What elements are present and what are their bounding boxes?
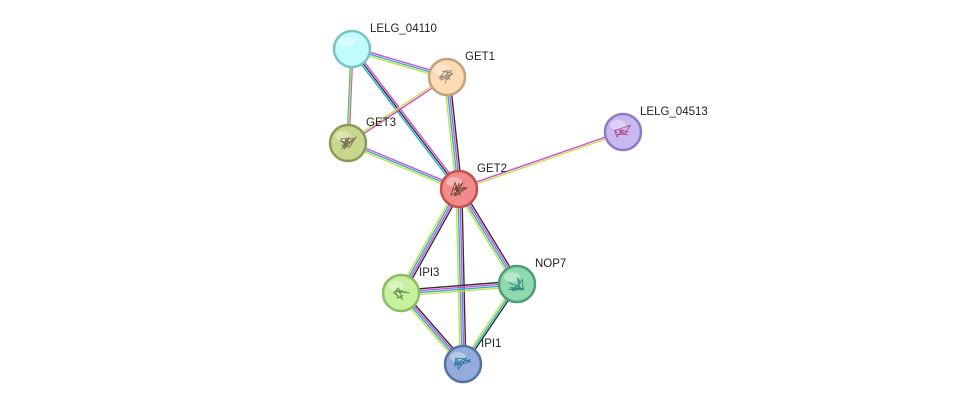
node-label-lelg_04513: LELG_04513	[640, 106, 708, 118]
node-lelg_04513[interactable]	[603, 112, 643, 152]
edge-evidence-line	[457, 189, 463, 365]
node-highlight	[388, 281, 404, 291]
node-circle[interactable]	[497, 264, 537, 304]
edge-evidence-line	[455, 189, 461, 365]
node-circle[interactable]	[332, 29, 372, 69]
node-layer	[328, 29, 643, 384]
edge-evidence-line	[347, 75, 447, 143]
node-label-ipi1: IPI1	[481, 338, 501, 350]
edge-GET2-IPI3	[397, 187, 463, 295]
edge-evidence-line	[351, 48, 460, 190]
node-label-get3: GET3	[366, 117, 396, 129]
edge-GET3-GET2	[347, 140, 460, 192]
protein-structure-icon	[613, 124, 632, 138]
node-label-lelg_04110: LELG_04110	[370, 23, 437, 35]
edge-evidence-line	[400, 280, 517, 291]
node-highlight	[504, 272, 520, 282]
protein-structure-icon	[392, 287, 410, 301]
node-circle[interactable]	[381, 273, 421, 313]
node-get2[interactable]	[439, 169, 479, 209]
node-highlight	[610, 120, 626, 130]
edge-evidence-line	[401, 189, 461, 294]
protein-structure-icon	[508, 277, 525, 292]
edge-GET2-IPI1	[455, 188, 467, 365]
edge-evidence-line	[347, 144, 459, 192]
edge-evidence-line	[401, 284, 518, 295]
edge-evidence-line	[397, 187, 458, 292]
edge-evidence-line	[347, 142, 460, 190]
edge-GET2-LELG_04513	[458, 130, 624, 191]
node-label-ipi3: IPI3	[419, 267, 439, 279]
edge-evidence-line	[459, 132, 624, 191]
edge-evidence-line	[348, 77, 448, 145]
edge-GET1-GET3	[347, 75, 448, 145]
node-label-get1: GET1	[465, 51, 495, 63]
edge-evidence-line	[349, 49, 459, 191]
node-highlight	[446, 177, 462, 187]
node-highlight	[339, 37, 355, 47]
edge-evidence-line	[458, 130, 623, 189]
edge-evidence-line	[401, 286, 518, 297]
node-ipi1[interactable]	[443, 344, 483, 384]
edge-evidence-line	[402, 190, 463, 295]
node-ipi3[interactable]	[381, 273, 421, 313]
edge-IPI3-NOP7	[400, 280, 518, 297]
edge-evidence-line	[459, 188, 465, 364]
node-get1[interactable]	[427, 57, 467, 97]
protein-structure-icon	[340, 136, 357, 150]
edge-evidence-line	[461, 188, 467, 364]
protein-structure-icon	[437, 69, 454, 84]
node-highlight	[450, 352, 466, 362]
node-label-nop7: NOP7	[535, 258, 566, 270]
edge-LELG_04110-GET2	[349, 47, 462, 191]
node-get3[interactable]	[328, 123, 368, 163]
node-lelg_04110[interactable]	[332, 29, 372, 69]
edge-evidence-line	[352, 47, 462, 189]
edge-evidence-line	[348, 140, 460, 188]
protein-structure-icon	[454, 357, 471, 371]
protein-structure-icon	[450, 181, 468, 197]
edge-evidence-line	[400, 282, 517, 293]
edge-evidence-line	[399, 188, 459, 293]
node-nop7[interactable]	[497, 264, 537, 304]
edge-layer	[346, 46, 624, 367]
node-label-get2: GET2	[477, 163, 507, 175]
